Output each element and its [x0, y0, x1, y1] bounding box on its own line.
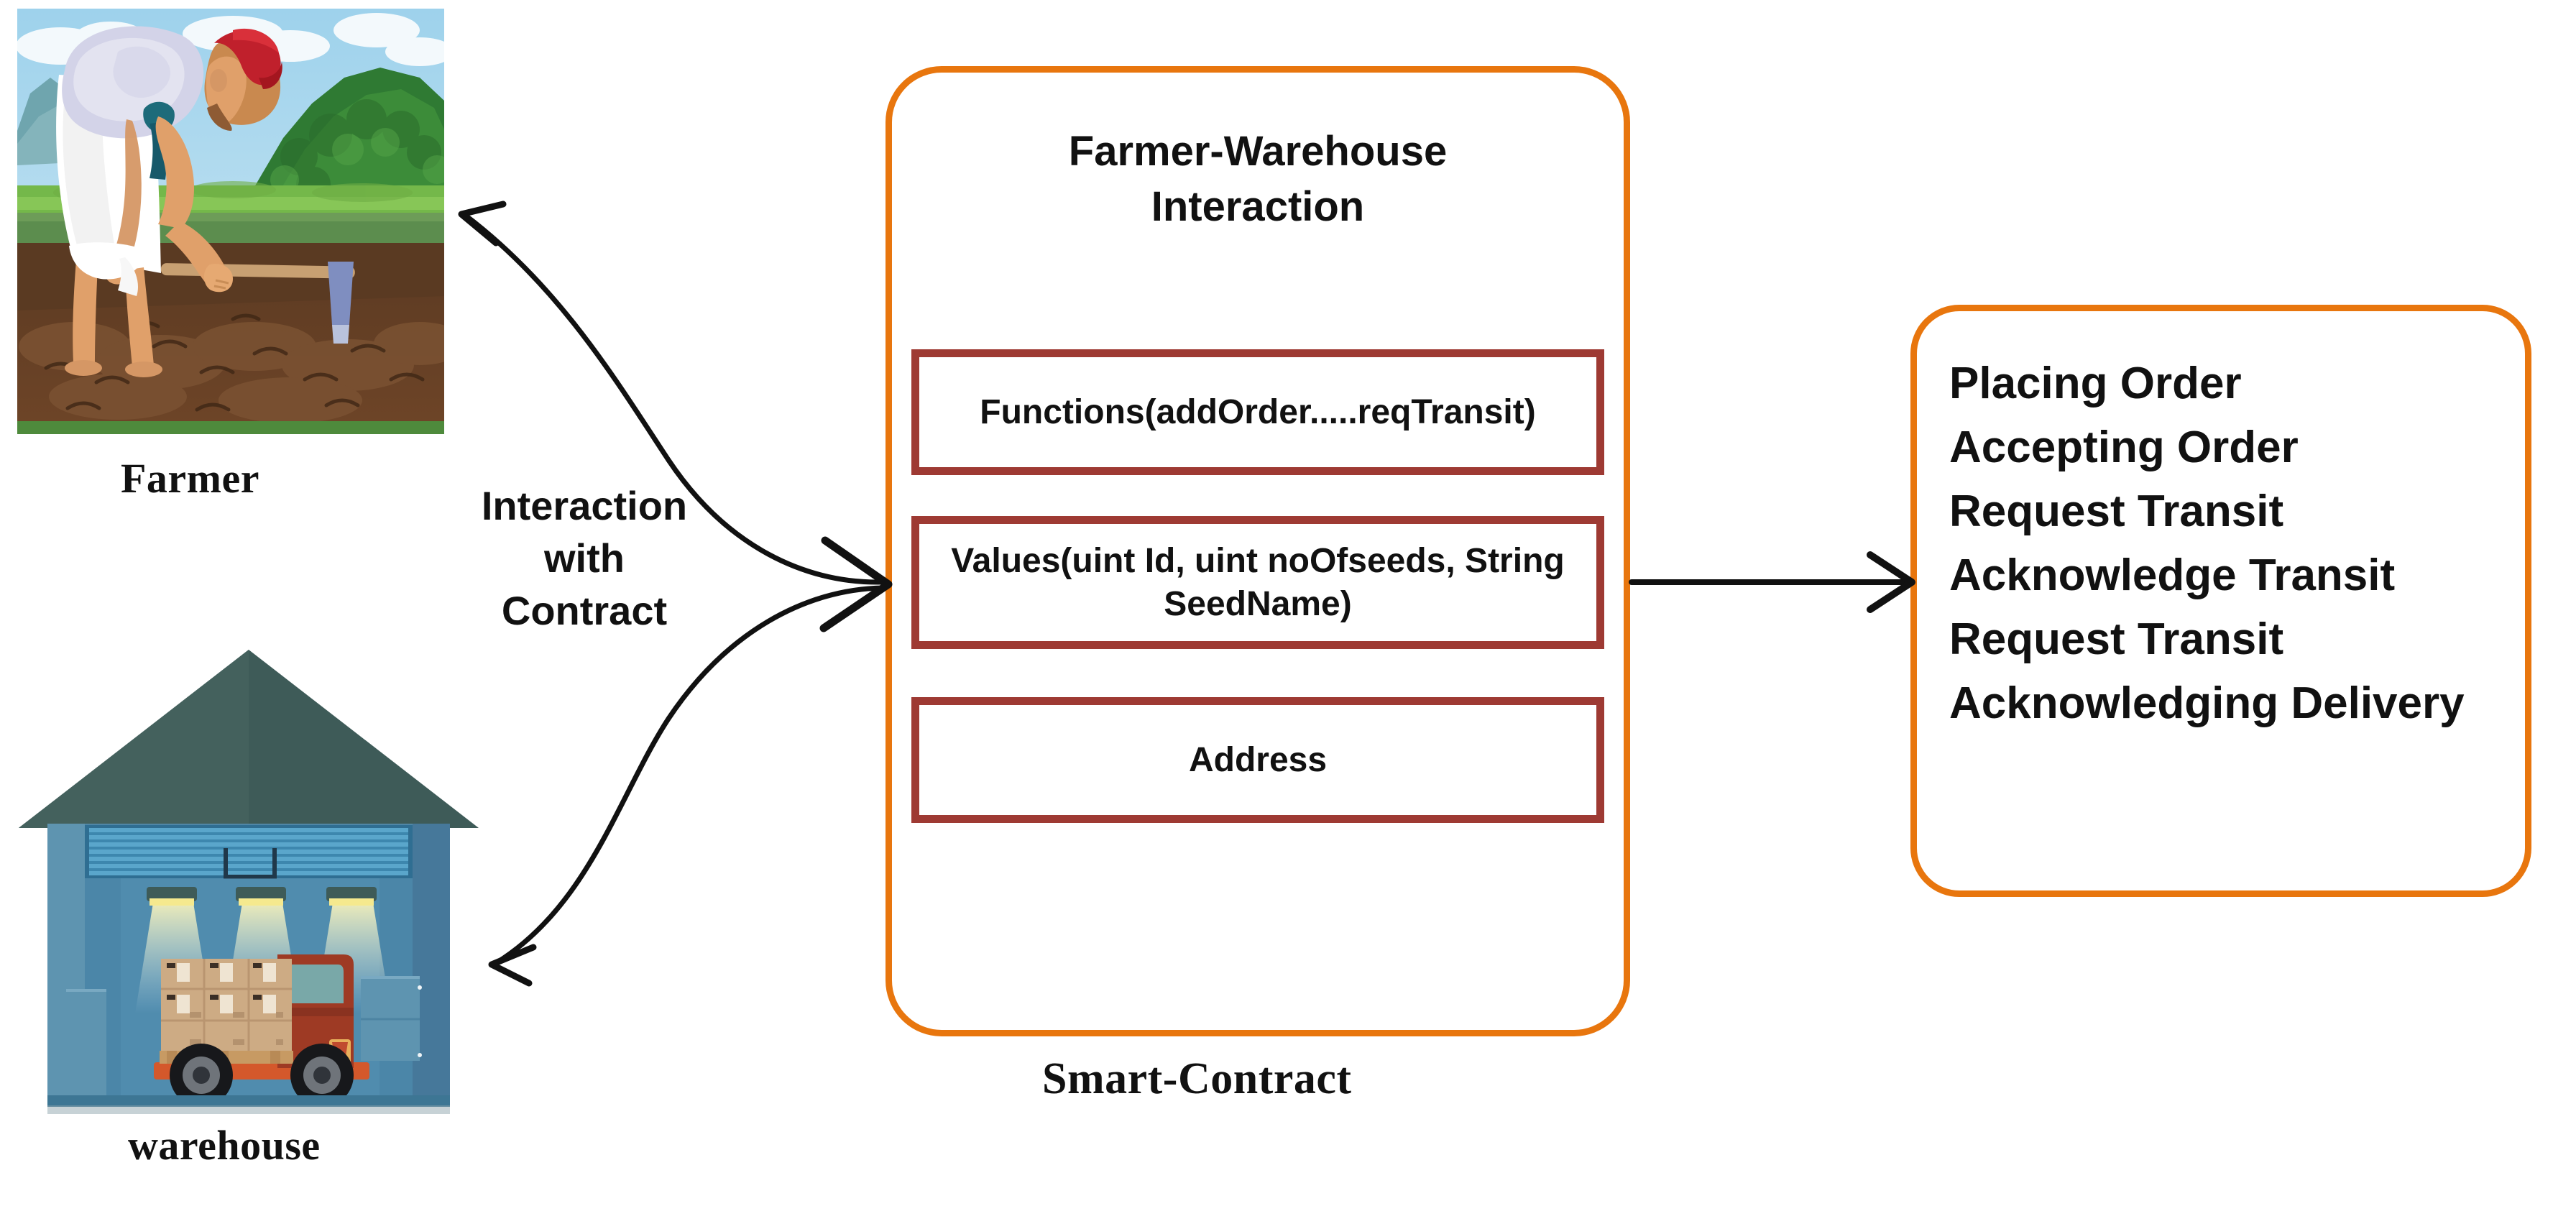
farmer-label: Farmer	[121, 455, 259, 502]
outcome-item-2: Accepting Order	[1949, 422, 2299, 472]
outcome-item-3: Request Transit	[1949, 486, 2284, 536]
outcomes-list: Placing Order Accepting Order Request Tr…	[1949, 352, 2524, 736]
edge-label-line-3: Contract	[501, 587, 668, 633]
arrow-contract-to-outcomes	[1629, 551, 1915, 613]
edge-label-line-2: with	[544, 535, 625, 581]
contract-row-functions: Functions(addOrder.....reqTransit)	[911, 349, 1604, 475]
interaction-with-contract-label: Interaction with Contract	[466, 480, 703, 637]
contract-row-address: Address	[911, 697, 1604, 823]
warehouse-illustration-svg	[19, 650, 479, 1114]
outcome-item-4: Acknowledge Transit	[1949, 550, 2396, 600]
smart-contract-title-line-1: Farmer-Warehouse	[1068, 128, 1448, 175]
outcome-item-6: Acknowledging Delivery	[1949, 678, 2465, 728]
smart-contract-caption: Smart-Contract	[1042, 1054, 1352, 1103]
smart-contract-title: Farmer-Warehouse Interaction	[886, 124, 1630, 234]
outcome-item-5: Request Transit	[1949, 614, 2284, 664]
outcome-item-1: Placing Order	[1949, 359, 2242, 408]
farmer-illustration	[17, 9, 444, 434]
edge-label-line-1: Interaction	[481, 483, 688, 528]
farmer-illustration-svg	[17, 9, 444, 434]
arrow-contract-to-warehouse	[488, 585, 886, 987]
outcomes-panel	[1910, 305, 2531, 897]
warehouse-label: warehouse	[128, 1122, 321, 1169]
contract-row-values: Values(uint Id, uint noOfseeds, String S…	[911, 516, 1604, 649]
arrowhead-into-smart-contract	[819, 536, 893, 632]
warehouse-illustration	[13, 640, 484, 1114]
smart-contract-title-line-2: Interaction	[1151, 183, 1365, 231]
